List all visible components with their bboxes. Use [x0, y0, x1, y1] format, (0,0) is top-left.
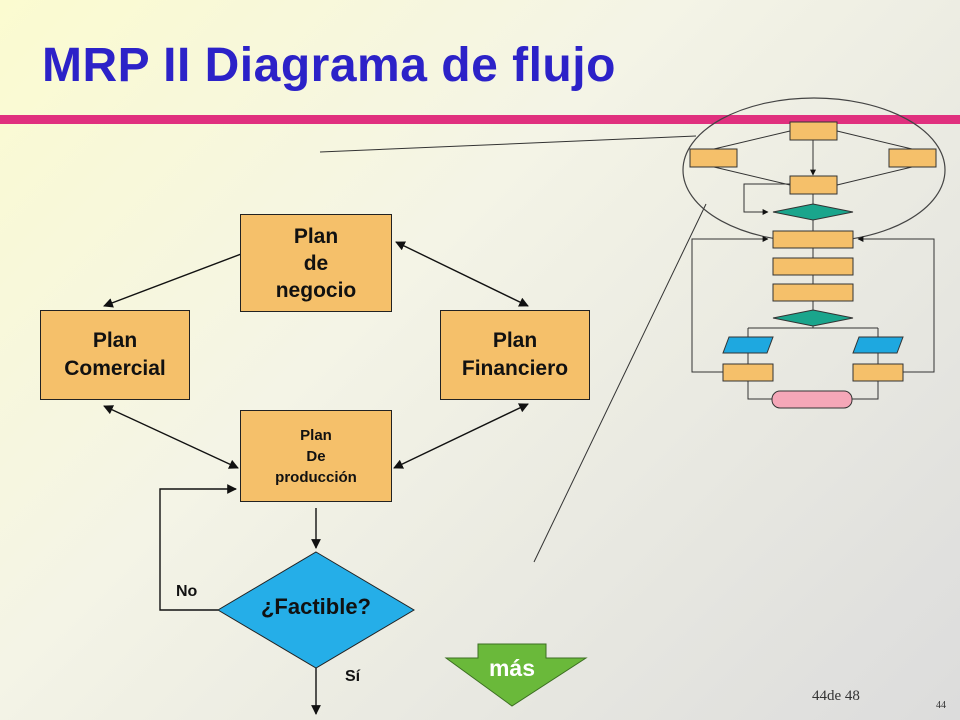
slide-counter: 44de 48 — [812, 688, 860, 704]
edge-label-no: No — [176, 583, 198, 600]
node-plan-comercial: Plan Comercial — [40, 310, 190, 400]
next-button-label[interactable]: más — [488, 655, 536, 681]
edge-label-si: Sí — [345, 668, 361, 685]
zoom-line-upper — [319, 135, 697, 153]
next-arrow-shape — [444, 643, 588, 707]
zoom-line-lower — [533, 203, 707, 563]
node-plan-negocio: Plan de negocio — [240, 214, 392, 312]
arrow-negocio-financiero — [395, 241, 529, 307]
arrow-no-loop — [159, 484, 237, 611]
zoom-ellipse — [682, 97, 946, 243]
overview-shapes — [689, 121, 937, 409]
title-underline — [0, 115, 960, 124]
page-title: MRP II Diagrama de flujo — [42, 39, 616, 92]
arrow-comercial-produccion — [103, 405, 239, 469]
decision-label: ¿Factible? — [260, 594, 371, 619]
node-plan-produccion: Plan De producción — [240, 410, 392, 502]
arrow-negocio-comercial — [103, 246, 258, 308]
page-number: 44 — [936, 700, 946, 711]
arrow-financiero-produccion — [393, 403, 529, 469]
node-plan-financiero: Plan Financiero — [440, 310, 590, 400]
